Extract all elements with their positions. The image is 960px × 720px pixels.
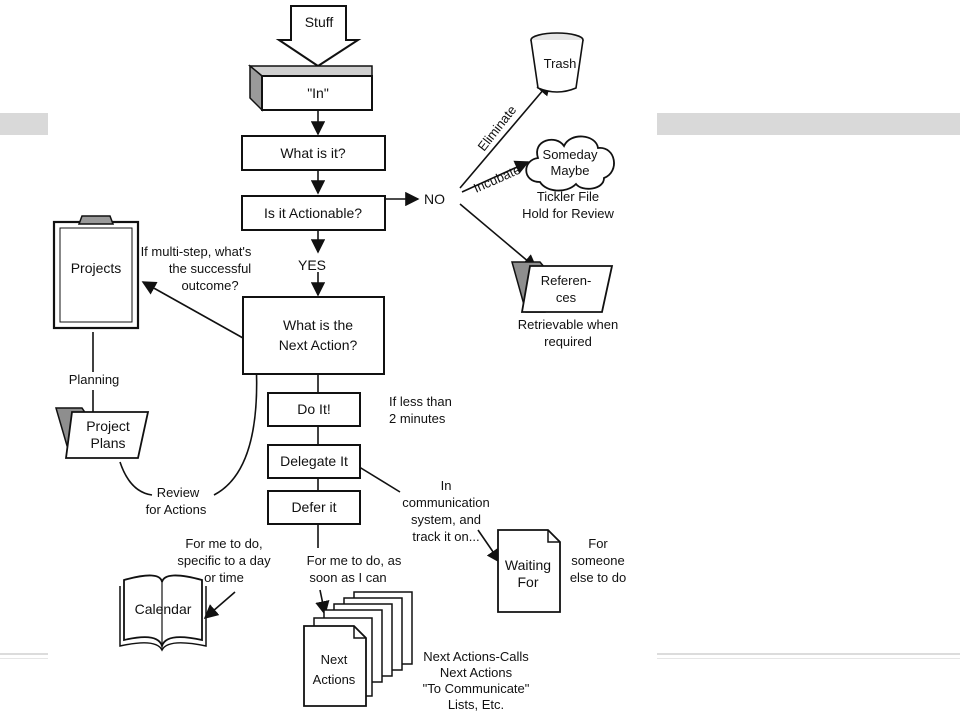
communication-label-3: system, and xyxy=(411,512,481,527)
in-label: "In" xyxy=(307,85,329,101)
communication-label-4: track it on... xyxy=(412,529,479,544)
less-than-label-1: If less than xyxy=(389,394,452,409)
next-actions-stack-icon: Next Actions xyxy=(303,591,413,707)
less-than-label-2: 2 minutes xyxy=(389,411,446,426)
someone-label-3: else to do xyxy=(570,570,626,585)
review-label-2: for Actions xyxy=(146,502,207,517)
lists-label-3: "To Communicate" xyxy=(423,681,530,696)
waiting-label-2: For xyxy=(518,574,539,590)
stuff-label: Stuff xyxy=(305,14,334,30)
left-header-band xyxy=(0,113,48,135)
trash-icon: Trash xyxy=(530,32,584,93)
stuff-node: Stuff xyxy=(275,5,362,68)
lists-label-4: Lists, Etc. xyxy=(448,697,504,712)
references-folder-icon: Referen- ces xyxy=(511,261,614,313)
actionable-box: Is it Actionable? xyxy=(241,195,386,231)
defer-it-label: Defer it xyxy=(291,499,336,515)
multistep-label-1: If multi-step, what's xyxy=(141,244,252,259)
someone-label-1: For xyxy=(588,536,608,551)
someday-maybe-cloud-icon: Someday Maybe xyxy=(525,135,615,192)
multistep-label-2: the successful xyxy=(169,261,251,276)
waiting-label-1: Waiting xyxy=(505,557,551,573)
what-is-it-label: What is it? xyxy=(280,145,346,161)
do-it-label: Do It! xyxy=(297,401,330,417)
defer-it-box: Defer it xyxy=(267,490,361,525)
asap-label-2: soon as I can xyxy=(309,570,386,585)
do-it-box: Do It! xyxy=(267,392,361,427)
communication-label-2: communication xyxy=(402,495,489,510)
lists-label-2: Next Actions xyxy=(440,665,513,680)
retrievable-label-2: required xyxy=(544,334,592,349)
delegate-it-box: Delegate It xyxy=(267,444,361,479)
next-actions-label-2: Actions xyxy=(313,672,356,687)
yes-label: YES xyxy=(298,257,326,273)
next-action-box: What is the Next Action? xyxy=(242,296,385,375)
delegate-it-label: Delegate It xyxy=(280,453,348,469)
connectors xyxy=(92,80,552,620)
hold-for-review-label: Hold for Review xyxy=(522,206,614,221)
planning-label: Planning xyxy=(69,372,120,387)
someday-label: Someday xyxy=(543,147,598,162)
left-footer-rule xyxy=(0,653,48,655)
left-footer-rule-thin xyxy=(0,658,48,659)
maybe-label: Maybe xyxy=(550,163,589,178)
retrievable-label-1: Retrievable when xyxy=(518,317,618,332)
asap-label-1: For me to do, as xyxy=(307,553,402,568)
calendar-book-icon: Calendar xyxy=(119,574,207,652)
someone-label-2: someone xyxy=(571,553,624,568)
project-plans-label-2: Plans xyxy=(90,435,125,451)
next-actions-label-1: Next xyxy=(321,652,348,667)
trash-label: Trash xyxy=(544,56,577,71)
waiting-for-document-icon: Waiting For xyxy=(497,529,561,613)
actionable-label: Is it Actionable? xyxy=(264,205,362,221)
projects-label: Projects xyxy=(71,260,122,276)
next-action-label-2: Next Action? xyxy=(279,337,358,353)
right-header-band xyxy=(657,113,960,135)
review-label-1: Review xyxy=(157,485,200,500)
calendar-label: Calendar xyxy=(135,601,192,617)
right-footer-rule xyxy=(657,653,960,655)
project-plans-label-1: Project xyxy=(86,418,130,434)
right-footer-rule-thin xyxy=(657,658,960,659)
specific-label-3: or time xyxy=(204,570,244,585)
lists-label-1: Next Actions-Calls xyxy=(423,649,529,664)
references-label-2: ces xyxy=(556,290,577,305)
what-is-it-box: What is it? xyxy=(241,135,386,171)
specific-label-1: For me to do, xyxy=(185,536,262,551)
eliminate-label: Eliminate xyxy=(475,102,520,153)
specific-label-2: specific to a day xyxy=(177,553,271,568)
references-label-1: Referen- xyxy=(541,273,592,288)
in-tray-node: "In" xyxy=(247,64,373,112)
communication-label-1: In xyxy=(441,478,452,493)
project-plans-folder-icon: Project Plans xyxy=(55,407,150,459)
next-action-label-1: What is the xyxy=(283,317,353,333)
no-label: NO xyxy=(424,191,445,207)
multistep-label-3: outcome? xyxy=(181,278,238,293)
tickler-file-label: Tickler File xyxy=(537,189,599,204)
projects-clipboard-icon: Projects xyxy=(52,215,140,330)
